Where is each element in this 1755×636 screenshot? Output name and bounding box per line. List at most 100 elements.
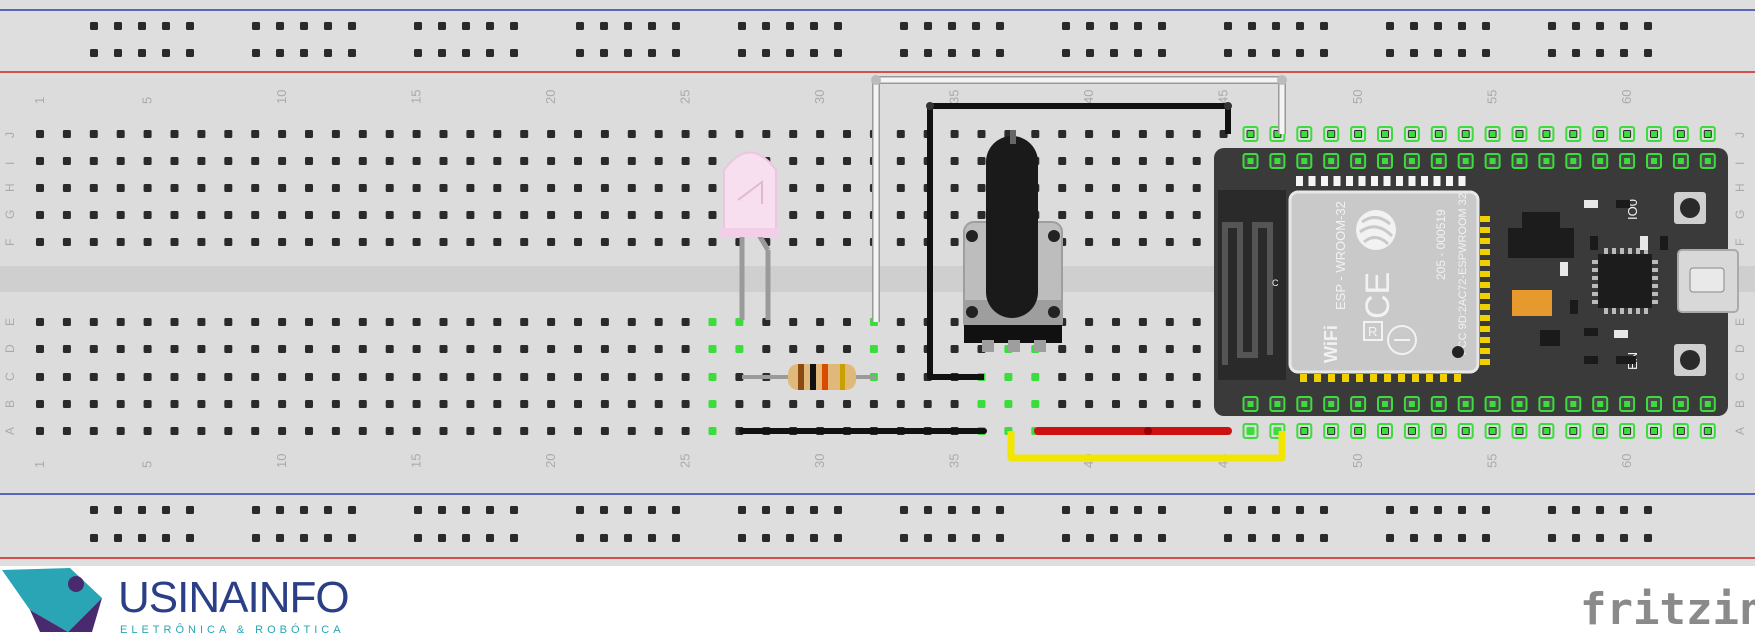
esp32-header-pin-dot [1677, 428, 1684, 434]
breadboard-hole [1058, 400, 1067, 408]
breadboard-hole [896, 318, 905, 326]
rail-hole [996, 22, 1004, 30]
esp32-header-pin-dot [1624, 428, 1631, 434]
module-pin [1480, 216, 1490, 222]
breadboard-hole [385, 373, 394, 381]
breadboard-hole [305, 400, 313, 408]
breadboard-hole [412, 318, 421, 326]
rail-hole [738, 22, 746, 30]
module-pin [1412, 374, 1419, 382]
breadboard-hole [950, 238, 959, 246]
breadboard-hole [1165, 373, 1174, 381]
esp32-header-pin [1538, 126, 1555, 142]
breadboard-hole [466, 184, 475, 192]
esp32-header-pin [1646, 126, 1662, 142]
chip-pin [1592, 284, 1598, 288]
breadboard-hole [62, 345, 71, 353]
breadboard-hole [1004, 400, 1013, 408]
breadboard-hole [843, 238, 851, 246]
wire-black-pot[interactable] [926, 102, 1232, 380]
breadboard-hole [251, 238, 260, 246]
breadboard-hole [1112, 184, 1120, 192]
breadboard-hole [1058, 157, 1067, 165]
breadboard-hole [627, 238, 636, 246]
rail-hole [348, 22, 356, 30]
rail-hole [1410, 534, 1418, 542]
esp32-header-pin-dot [1408, 131, 1415, 137]
breadboard-hole [1165, 318, 1174, 326]
rail-hole [1434, 22, 1442, 30]
breadboard-hole [627, 400, 636, 408]
esp32-header-pin [1565, 126, 1582, 142]
breadboard-hole [681, 373, 690, 381]
breadboard-hole [62, 373, 71, 381]
breadboard-hole [251, 318, 260, 326]
module-pin [1321, 176, 1328, 186]
rail-hole [1272, 49, 1280, 57]
column-label: 35 [947, 90, 962, 104]
breadboard-hole [493, 211, 502, 219]
breadboard-hole [493, 345, 502, 353]
smd-component [1660, 236, 1668, 250]
esp32-smd-components [1540, 200, 1668, 364]
smd-component [1640, 236, 1648, 250]
wire-white-top[interactable] [871, 75, 1287, 322]
boot-button[interactable] [1674, 192, 1706, 224]
breadboard-hole [412, 400, 421, 408]
breadboard-hole [896, 238, 905, 246]
led[interactable] [720, 151, 780, 321]
breadboard-hole [493, 400, 502, 408]
breadboard-hole [1138, 184, 1147, 192]
breadboard-hole [36, 211, 44, 219]
breadboard-hole [493, 238, 502, 246]
esp32-header-pin-dot [1597, 401, 1604, 407]
breadboard-hole [708, 373, 717, 381]
row-label: J [1733, 132, 1747, 138]
wire-red[interactable] [1034, 427, 1232, 435]
breadboard-hole [1004, 373, 1013, 381]
rail-hole [114, 49, 122, 57]
column-label: 55 [1485, 90, 1500, 104]
esp32-header-pin-dot [1489, 428, 1496, 434]
breadboard-hole [251, 427, 260, 435]
rail-hole [762, 534, 770, 542]
breadboard-hole [762, 345, 771, 353]
breadboard-hole [305, 318, 313, 326]
esp32-header-pin [1646, 423, 1662, 439]
breadboard-hole [950, 130, 959, 138]
column-label: 1 [32, 461, 47, 468]
rail-hole [786, 22, 794, 30]
breadboard-hole [358, 157, 367, 165]
rail-hole [348, 49, 356, 57]
breadboard-hole [547, 184, 556, 192]
breadboard-hole [224, 130, 233, 138]
rail-hole [1458, 506, 1466, 514]
esp32-fcc-logo-icon [1387, 325, 1417, 355]
rail-hole [786, 534, 794, 542]
breadboard-hole [1112, 130, 1120, 138]
rail-hole [162, 22, 170, 30]
breadboard-hole [600, 130, 609, 138]
esp32-header-pin [1619, 423, 1636, 439]
rail-hole [414, 49, 422, 57]
module-pin [1328, 374, 1335, 382]
rail-hole [948, 506, 956, 514]
wire-yellow[interactable] [1007, 431, 1286, 462]
en-button[interactable] [1674, 344, 1706, 376]
resistor[interactable] [742, 364, 876, 390]
rail-hole [1224, 506, 1232, 514]
breadboard-hole [789, 211, 798, 219]
rail-hole [738, 534, 746, 542]
breadboard-hole [170, 238, 179, 246]
breadboard-hole [466, 211, 475, 219]
breadboard-hole [708, 400, 717, 408]
breadboard-hole [143, 427, 152, 435]
column-label: 5 [140, 461, 155, 468]
brand-name: USINAINFO [118, 573, 349, 622]
breadboard-hole [1192, 184, 1201, 192]
rail-hole [1482, 22, 1490, 30]
breadboard-hole [896, 184, 905, 192]
breadboard-hole [466, 157, 475, 165]
breadboard-hole [681, 318, 690, 326]
potentiometer[interactable] [963, 130, 1063, 352]
